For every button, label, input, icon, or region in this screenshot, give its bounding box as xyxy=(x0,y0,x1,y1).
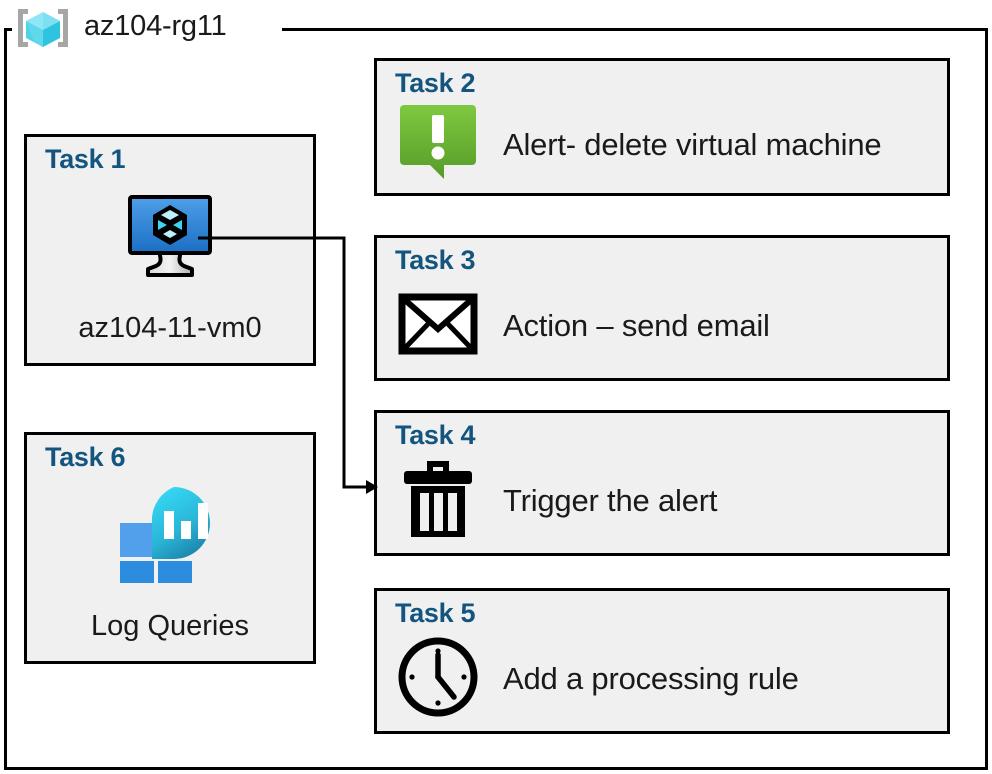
task-5-title: Task 5 xyxy=(395,598,476,628)
log-analytics-icon xyxy=(110,483,230,595)
task-5-icon-box xyxy=(395,636,481,722)
task-2-icon-box xyxy=(395,102,481,188)
task-2-label: Alert- delete virtual machine xyxy=(503,127,882,162)
alert-exclamation-icon xyxy=(396,103,480,188)
task-6-icon-wrap xyxy=(27,486,313,595)
task-6-card[interactable]: Task 6 xyxy=(24,432,316,664)
task-4-title: Task 4 xyxy=(395,420,476,450)
task-6-title: Task 6 xyxy=(45,442,126,472)
clock-icon xyxy=(396,635,480,724)
task-6-caption: Log Queries xyxy=(91,610,249,642)
task-1-title: Task 1 xyxy=(45,144,126,174)
task-3-title: Task 3 xyxy=(395,245,476,275)
resource-group-container xyxy=(4,28,988,770)
task-4-label: Trigger the alert xyxy=(503,483,718,518)
task-1-caption: az104-11-vm0 xyxy=(78,312,262,344)
resource-group-label-gap xyxy=(12,18,282,40)
task-3-icon-box xyxy=(395,283,481,369)
virtual-machine-icon xyxy=(122,191,218,284)
task-5-label: Add a processing rule xyxy=(503,661,799,696)
task-3-body: Action – send email xyxy=(395,280,937,372)
resource-group-name: az104-rg11 xyxy=(84,10,227,42)
task-3-card[interactable]: Task 3 Action – send email xyxy=(374,235,950,381)
task-5-body: Add a processing rule xyxy=(395,633,937,725)
task-1-card[interactable]: Task 1 xyxy=(24,134,316,366)
task-4-card[interactable]: Task 4 xyxy=(374,410,950,556)
task-2-title: Task 2 xyxy=(395,68,476,98)
task-2-body: Alert- delete virtual machine xyxy=(395,103,937,187)
envelope-icon xyxy=(398,293,478,360)
task-1-icon-wrap xyxy=(27,189,313,285)
trash-delete-icon xyxy=(401,457,475,546)
resource-group-header: az104-rg11 xyxy=(12,2,227,54)
task-4-body: Trigger the alert xyxy=(395,455,937,547)
task-4-icon-box xyxy=(395,458,481,544)
task-2-card[interactable]: Task 2 xyxy=(374,58,950,196)
task-5-card[interactable]: Task 5 Add a proce xyxy=(374,588,950,734)
task-3-label: Action – send email xyxy=(503,308,770,343)
resource-group-cube-icon xyxy=(12,5,74,51)
